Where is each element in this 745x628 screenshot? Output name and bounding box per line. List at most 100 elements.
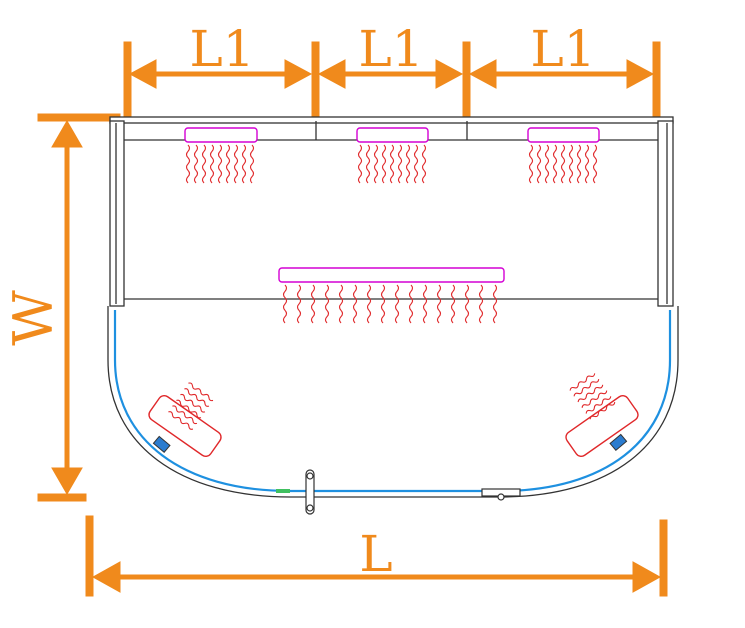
handle-bar xyxy=(305,469,315,515)
arrow-left-top-3 xyxy=(468,59,497,89)
hinge-pin xyxy=(497,493,505,501)
left-side-panel xyxy=(109,120,125,307)
heat-wave-3-8 xyxy=(394,284,400,324)
heat-wave-3-14 xyxy=(478,284,484,324)
corner-heaters xyxy=(148,394,639,458)
heat-wave-corner-left-2 xyxy=(176,399,202,419)
heaters xyxy=(184,127,600,283)
door-hinge xyxy=(481,488,521,501)
heat-wave-3-10 xyxy=(422,284,428,324)
glass-front-outer xyxy=(107,306,679,498)
glass-front-inner xyxy=(113,310,672,493)
heat-wave-0-3 xyxy=(209,144,215,184)
heater-top-3 xyxy=(527,127,600,143)
heat-wave-3-13 xyxy=(464,284,470,324)
arrow-right-top-2 xyxy=(435,59,464,89)
heater-top-1 xyxy=(184,127,258,143)
seal-left xyxy=(276,489,290,493)
heat-wave-3-2 xyxy=(310,284,316,324)
heat-wave-corner-right-4 xyxy=(585,396,612,414)
heat-wave-3-5 xyxy=(352,284,358,324)
label-length: L xyxy=(359,525,392,583)
heat-wave-3-7 xyxy=(380,284,386,324)
heat-wave-0-6 xyxy=(233,144,239,184)
heat-wave-corner-left-1 xyxy=(172,405,198,425)
heater-center xyxy=(278,267,505,283)
heat-wave-3-3 xyxy=(324,284,330,324)
door-handle xyxy=(305,469,315,515)
heat-wave-2-0 xyxy=(528,144,534,184)
heat-wave-3-6 xyxy=(366,284,372,324)
tick-top-3 xyxy=(462,41,471,121)
heat-wave-1-7 xyxy=(413,144,419,184)
heater-corner-right xyxy=(565,394,639,458)
heat-wave-3-12 xyxy=(450,284,456,324)
arrow-left-l xyxy=(91,561,121,593)
heat-wave-1-0 xyxy=(357,144,363,184)
heater-top-2 xyxy=(356,127,429,143)
heat-wave-1-4 xyxy=(389,144,395,184)
right-side-panel xyxy=(657,120,674,307)
heat-wave-2-6 xyxy=(576,144,582,184)
heat-wave-0-0 xyxy=(185,144,191,184)
label-top-segment-2: L1 xyxy=(358,20,423,78)
heat-wave-3-0 xyxy=(282,284,288,324)
heat-wave-corner-right-0 xyxy=(569,373,596,391)
heat-wave-1-3 xyxy=(381,144,387,184)
handle-knob-bottom xyxy=(306,504,314,512)
enclosure xyxy=(107,116,679,498)
heat-wave-2-2 xyxy=(544,144,550,184)
heat-wave-1-8 xyxy=(421,144,427,184)
heat-wave-2-7 xyxy=(584,144,590,184)
tick-l-left xyxy=(85,515,94,597)
top-wall xyxy=(109,116,674,124)
heat-wave-2-1 xyxy=(536,144,542,184)
heat-wave-corner-left-3 xyxy=(180,393,206,413)
arrow-down-w xyxy=(51,467,83,496)
heat-wave-corner-right-2 xyxy=(577,384,604,403)
heat-wave-0-8 xyxy=(249,144,255,184)
label-top-segment-1: L1 xyxy=(189,20,254,78)
dimension-lines xyxy=(37,41,668,597)
heat-wave-corner-right-3 xyxy=(581,390,608,408)
heat-wave-1-6 xyxy=(405,144,411,184)
tick-w-bottom xyxy=(37,493,87,502)
heat-wave-2-5 xyxy=(568,144,574,184)
tick-top-1 xyxy=(123,41,132,121)
arrow-left-top-1 xyxy=(128,59,157,89)
arrow-left-top-2 xyxy=(317,59,346,89)
label-top-segment-3: L1 xyxy=(530,20,595,78)
label-width: W xyxy=(2,290,65,346)
heat-wave-0-1 xyxy=(193,144,199,184)
heat-wave-2-4 xyxy=(560,144,566,184)
heat-wave-corner-right-1 xyxy=(573,379,600,397)
heat-wave-corner-left-0 xyxy=(168,411,194,430)
heat-wave-2-8 xyxy=(592,144,598,184)
handle-knob-top xyxy=(306,472,314,480)
heat-wave-1-2 xyxy=(373,144,379,184)
arrow-right-top-1 xyxy=(284,59,313,89)
heat-wave-3-1 xyxy=(296,284,302,324)
tick-top-4 xyxy=(652,41,661,121)
clip-right xyxy=(609,433,628,452)
heat-wave-0-7 xyxy=(241,144,247,184)
heat-wave-0-5 xyxy=(225,144,231,184)
heat-wave-3-4 xyxy=(338,284,344,324)
arrow-right-l xyxy=(632,561,662,593)
heat-wave-corner-right-5 xyxy=(589,401,616,420)
heat-wave-corner-left-4 xyxy=(184,388,210,407)
heat-wave-2-3 xyxy=(552,144,558,184)
heat-wave-0-4 xyxy=(217,144,223,184)
heat-waves xyxy=(168,144,616,430)
heater-corner-left xyxy=(148,394,222,458)
clip-left xyxy=(152,435,171,454)
heat-wave-3-9 xyxy=(408,284,414,324)
heat-wave-3-11 xyxy=(436,284,442,324)
heat-wave-corner-left-5 xyxy=(188,382,214,402)
heat-wave-0-2 xyxy=(201,144,207,184)
arrow-right-top-3 xyxy=(626,59,655,89)
tick-top-2 xyxy=(311,41,320,121)
arrow-up-w xyxy=(51,119,83,148)
heat-wave-1-5 xyxy=(397,144,403,184)
